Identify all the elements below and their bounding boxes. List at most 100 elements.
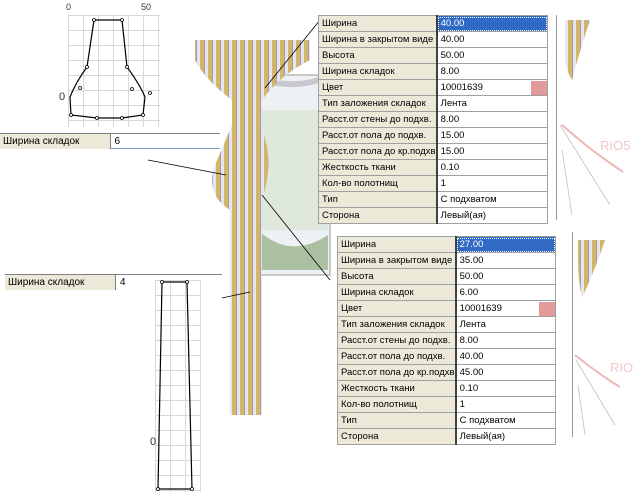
property-value-text: 50.00 xyxy=(440,50,465,61)
pleat-width-label: Ширина складок xyxy=(0,134,111,149)
property-label: Тип заложения складок xyxy=(336,316,457,333)
property-label: Ширина xyxy=(317,15,438,32)
color-swatch[interactable] xyxy=(531,81,547,95)
property-value[interactable]: 0.10 xyxy=(455,380,556,397)
curtain-fabric xyxy=(195,40,310,415)
property-value-text: Левый(ая) xyxy=(440,210,487,221)
property-label: Цвет xyxy=(336,300,457,317)
property-value-text: Лента xyxy=(459,319,486,330)
panel-divider-bottom[interactable] xyxy=(572,232,573,437)
pleat-width-label: Ширина складок xyxy=(5,275,116,290)
property-value[interactable]: С подхватом xyxy=(455,412,556,429)
preview-label-bottom: RIO xyxy=(610,360,633,375)
property-value[interactable]: 50.00 xyxy=(436,47,548,64)
preview-thumbnails: RIO5 RIO xyxy=(560,20,633,436)
bottom-pattern-shape[interactable] xyxy=(0,260,230,493)
property-value-text: 10001639 xyxy=(459,303,502,314)
property-label: Расст.от стены до подхв. xyxy=(336,332,457,349)
property-value[interactable]: 15.00 xyxy=(436,127,548,144)
property-value[interactable]: 0.10 xyxy=(436,159,548,176)
property-value[interactable]: 40.00 xyxy=(455,348,556,365)
property-value-text: 40.00 xyxy=(459,351,484,362)
property-value-text: 15.00 xyxy=(440,146,465,157)
property-value-text: 50.00 xyxy=(459,271,484,282)
property-value[interactable]: 1 xyxy=(436,175,548,192)
property-value[interactable]: 40.00 xyxy=(436,31,548,48)
property-value[interactable]: Левый(ая) xyxy=(455,428,556,445)
property-value[interactable]: 45.00 xyxy=(455,364,556,381)
color-swatch[interactable] xyxy=(539,302,555,316)
property-label: Сторона xyxy=(317,207,438,224)
top-pattern-shape[interactable] xyxy=(0,0,230,130)
property-label: Тип xyxy=(336,412,457,429)
property-row[interactable]: Расст.от стены до подхв.8.00 xyxy=(317,111,548,128)
property-value[interactable]: Лента xyxy=(455,316,556,333)
property-value[interactable]: 27.00 xyxy=(455,236,556,253)
property-value[interactable]: 8.00 xyxy=(436,63,548,80)
property-value-text: 0.10 xyxy=(459,383,479,394)
pleat-width-field-bottom[interactable]: Ширина складок 4 xyxy=(5,274,222,290)
property-value[interactable]: 10001639 xyxy=(455,300,556,317)
property-value-text: Лента xyxy=(440,98,467,109)
property-row[interactable]: Расст.от стены до подхв.8.00 xyxy=(336,332,556,349)
property-label: Расст.от пола до кр.подхв xyxy=(317,143,438,160)
property-value[interactable]: 35.00 xyxy=(455,252,556,269)
pleat-width-input[interactable]: 6 xyxy=(110,134,220,149)
property-value-text: 10001639 xyxy=(440,82,483,93)
property-value[interactable]: Лента xyxy=(436,95,548,112)
panel-divider-top[interactable] xyxy=(556,15,557,220)
property-value[interactable]: 6.00 xyxy=(455,284,556,301)
property-value-text: С подхватом xyxy=(459,415,516,426)
top-axis-x-end: 50 xyxy=(141,2,152,12)
pleat-width-field-top[interactable]: Ширина складок 6 xyxy=(0,133,220,149)
property-value-text: 1 xyxy=(459,399,465,410)
bottom-axis-y-zero: 0 xyxy=(150,436,157,448)
property-value-text: 45.00 xyxy=(459,367,484,378)
property-label: Кол-во полотнищ xyxy=(317,175,438,192)
property-value[interactable]: 8.00 xyxy=(455,332,556,349)
bottom-pattern-grid[interactable] xyxy=(155,280,201,492)
property-label: Высота xyxy=(317,47,438,64)
property-value[interactable]: 8.00 xyxy=(436,111,548,128)
property-label: Тип заложения складок xyxy=(317,95,438,112)
property-label: Высота xyxy=(336,268,457,285)
property-value[interactable]: 15.00 xyxy=(436,143,548,160)
property-label: Расст.от пола до подхв. xyxy=(336,348,457,365)
property-value[interactable]: С подхватом xyxy=(436,191,548,208)
property-value[interactable]: 50.00 xyxy=(455,268,556,285)
property-label: Расст.от пола до подхв. xyxy=(317,127,438,144)
property-value[interactable]: 10001639 xyxy=(436,79,548,96)
property-row[interactable]: Расст.от пола до подхв.40.00 xyxy=(336,348,556,365)
property-value[interactable]: 40.00 xyxy=(436,15,548,32)
property-value[interactable]: 1 xyxy=(455,396,556,413)
top-pattern-grid[interactable] xyxy=(68,15,160,127)
property-label: Жесткость ткани xyxy=(317,159,438,176)
property-row[interactable]: Расст.от пола до подхв.15.00 xyxy=(317,127,548,144)
property-label: Расст.от пола до кр.подхв xyxy=(336,364,457,381)
property-value-text: 8.00 xyxy=(440,114,460,125)
property-value[interactable]: Левый(ая) xyxy=(436,207,548,224)
